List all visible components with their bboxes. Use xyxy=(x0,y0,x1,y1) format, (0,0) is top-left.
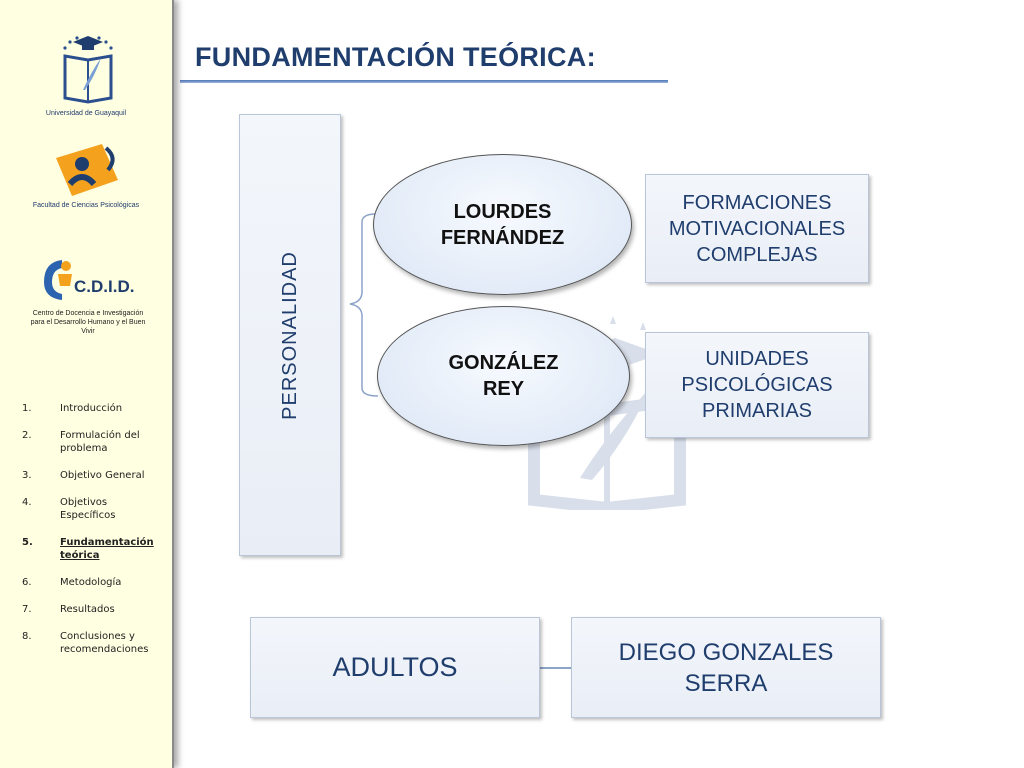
brace-connector xyxy=(349,213,379,397)
toc-number: 2. xyxy=(22,430,32,441)
toc-item-conclusiones[interactable]: 8. Conclusiones y recomendaciones xyxy=(22,630,162,656)
sidebar: Universidad de Guayaquil Facultad de Cie… xyxy=(0,0,174,768)
cdid-logo-text: C.D.I.D. xyxy=(74,277,134,296)
university-logo-icon xyxy=(63,36,113,104)
toc-item-objetivos-especificos[interactable]: 4. Objetivos Específicos xyxy=(22,496,162,522)
toc-number: 4. xyxy=(22,497,32,508)
faculty-caption: Facultad de Ciencias Psicológicas xyxy=(32,202,140,209)
toc-label: Formulación del problema xyxy=(60,430,140,454)
personalidad-label: PERSONALIDAD xyxy=(278,250,301,420)
toc-label: Objetivo General xyxy=(60,470,145,481)
toc-label: Fundamentación teórica xyxy=(60,537,154,561)
personalidad-box: PERSONALIDAD xyxy=(239,114,341,556)
toc-label: Resultados xyxy=(60,604,115,615)
cdid-caption: Centro de Docencia e Investigación para … xyxy=(30,310,146,335)
faculty-logo-icon xyxy=(56,144,118,196)
population-label: ADULTOS xyxy=(332,652,458,682)
population-adultos-box: ADULTOS xyxy=(250,617,540,718)
concept-label: FORMACIONES MOTIVACIONALES COMPLEJAS xyxy=(668,191,846,266)
slide-title: FUNDAMENTACIÓN TEÓRICA: xyxy=(195,42,596,72)
toc-item-objetivo-general[interactable]: 3. Objetivo General xyxy=(22,469,162,482)
title-underline xyxy=(180,80,668,83)
cdid-logo-icon: C.D.I.D. xyxy=(44,260,134,300)
toc-number: 8. xyxy=(22,631,32,642)
toc-item-resultados[interactable]: 7. Resultados xyxy=(22,603,162,616)
author-label: GONZÁLEZ REY xyxy=(448,352,559,400)
toc-label: Metodología xyxy=(60,577,122,588)
toc-number: 3. xyxy=(22,470,32,481)
concept-formaciones-box: FORMACIONES MOTIVACIONALES COMPLEJAS xyxy=(645,174,869,283)
toc-label: Introducción xyxy=(60,403,123,414)
toc-number: 6. xyxy=(22,577,32,588)
concept-label: UNIDADES PSICOLÓGICAS PRIMARIAS xyxy=(681,348,833,422)
concept-unidades-box: UNIDADES PSICOLÓGICAS PRIMARIAS xyxy=(645,332,869,438)
table-of-contents: 1. Introducción 2. Formulación del probl… xyxy=(22,402,162,656)
author-label: LOURDES FERNÁNDEZ xyxy=(440,200,565,249)
author-diego-gonzales-serra-box: DIEGO GONZALES SERRA xyxy=(571,617,881,718)
toc-number: 1. xyxy=(22,403,32,414)
toc-label: Conclusiones y recomendaciones xyxy=(60,631,149,655)
toc-number: 7. xyxy=(22,604,32,615)
author-lourdes-fernandez-node: LOURDES FERNÁNDEZ xyxy=(373,154,632,295)
author-gonzalez-rey-node: GONZÁLEZ REY xyxy=(377,306,630,446)
toc-number: 5. xyxy=(22,537,33,548)
toc-item-metodologia[interactable]: 6. Metodología xyxy=(22,576,162,589)
population-author-label: DIEGO GONZALES SERRA xyxy=(618,638,834,697)
toc-item-formulacion[interactable]: 2. Formulación del problema xyxy=(22,429,162,455)
toc-label: Objetivos Específicos xyxy=(60,497,116,521)
toc-item-introduccion[interactable]: 1. Introducción xyxy=(22,402,162,415)
toc-item-fundamentacion[interactable]: 5. Fundamentación teórica xyxy=(22,536,162,562)
university-caption: Universidad de Guayaquil xyxy=(45,110,127,117)
